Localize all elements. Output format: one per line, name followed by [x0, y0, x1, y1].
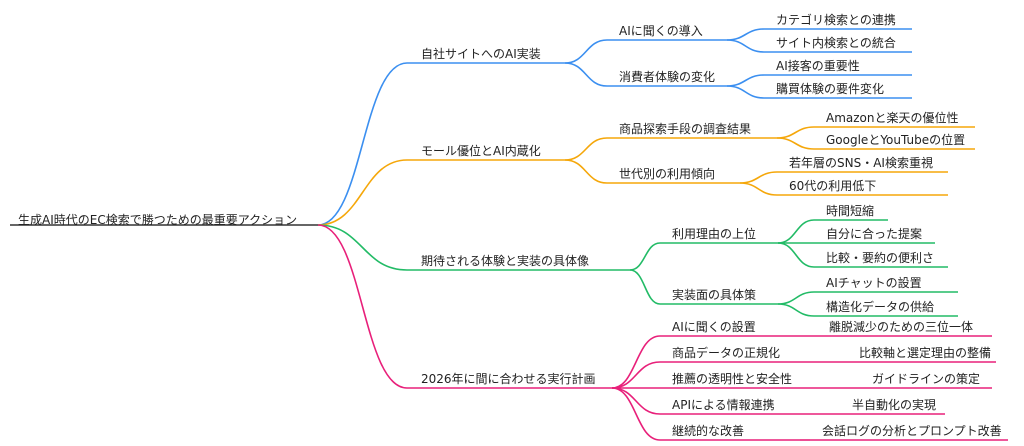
sub-label: APIによる情報連携 [672, 398, 775, 412]
sub-connector [564, 62, 608, 87]
leaf-label: 構造化データの供給 [826, 300, 935, 314]
leaf-connector [776, 126, 815, 139]
sub-connector [564, 39, 608, 64]
sub-connector [611, 387, 661, 415]
sub-label: 商品データの正規化 [672, 346, 781, 360]
leaf-label: Amazonと楽天の優位性 [826, 111, 959, 125]
leaf-label: 比較・要約の便利さ [826, 251, 935, 265]
sub-connector [611, 335, 661, 389]
sub-label: 消費者体験の変化 [619, 70, 716, 84]
leaf-label: 自分に合った提案 [826, 227, 923, 241]
leaf-connector [726, 74, 765, 87]
sub-label: AIに聞くの導入 [619, 24, 703, 38]
leaf-connector [726, 28, 765, 41]
leaf-connector [777, 219, 815, 244]
branch-label: 自社サイトへのAI実装 [421, 47, 541, 61]
leaf-connector [726, 39, 765, 53]
leaf-label: AIチャットの設置 [826, 276, 922, 290]
leaf-connector [776, 137, 815, 150]
branch-connector [317, 224, 408, 271]
branch-label: モール優位とAI内蔵化 [421, 144, 541, 158]
leaf-label: 時間短縮 [826, 204, 875, 218]
root-node-label: 生成AI時代のEC検索で勝つための最重要アクション [18, 213, 298, 227]
sub-label: 商品探索手段の調査結果 [619, 122, 752, 136]
leaf-label: サイト内検索との統合 [776, 36, 896, 50]
sub-connector [611, 387, 661, 441]
leaf-connector [777, 303, 815, 317]
sub-label: 世代別の利用傾向 [619, 167, 716, 181]
leaf-label: カテゴリ検索との連携 [776, 13, 896, 27]
leaf-label: 会話ログの分析とプロンプト改善 [822, 424, 1002, 438]
sub-label: 継続的な改善 [672, 424, 745, 438]
sub-label: 実装面の具体策 [672, 288, 757, 302]
leaf-connector [739, 171, 778, 184]
sub-label: 利用理由の上位 [672, 227, 757, 241]
leaf-connector [739, 182, 778, 196]
leaf-connector [726, 85, 765, 99]
leaf-connector [777, 291, 815, 305]
leaf-label: 購買体験の要件変化 [776, 82, 885, 96]
leaf-label: 60代の利用低下 [789, 179, 877, 193]
leaf-label: AI接客の重要性 [776, 59, 860, 73]
sub-label: AIに聞くの設置 [672, 320, 756, 334]
branch-connector [317, 62, 408, 226]
sub-connector [629, 269, 661, 305]
sub-connector [564, 159, 608, 184]
leaf-connector [777, 242, 815, 268]
leaf-label: 若年層のSNS・AI検索重視 [789, 156, 933, 170]
branch-label: 2026年に間に合わせる実行計画 [421, 372, 596, 386]
sub-connector [611, 361, 661, 389]
branch-connector [317, 224, 408, 389]
sub-connector [564, 137, 608, 161]
leaf-label: 比較軸と選定理由の整備 [859, 346, 992, 360]
branch-connector [317, 159, 408, 226]
leaf-label: 半自動化の実現 [852, 398, 937, 412]
branch-label: 期待される体験と実装の具体像 [421, 254, 590, 268]
sub-label: 推薦の透明性と安全性 [672, 372, 793, 386]
leaf-label: ガイドラインの策定 [872, 372, 981, 386]
leaf-label: GoogleとYouTubeの位置 [826, 133, 966, 147]
leaf-label: 離脱減少のための三位一体 [829, 320, 974, 334]
sub-connector [629, 242, 661, 271]
